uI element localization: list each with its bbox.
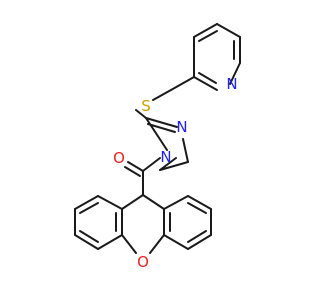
- bond: [163, 234, 189, 250]
- sulfur-label: S: [141, 97, 151, 115]
- amide-nitrogen-label: N: [160, 148, 171, 166]
- bond: [127, 161, 144, 172]
- bond: [145, 117, 168, 151]
- bond: [135, 109, 147, 119]
- bond: [163, 195, 189, 210]
- carbonyl-oxygen-label: O: [113, 149, 125, 167]
- bond: [216, 23, 241, 38]
- imine-nitrogen-label: N: [176, 118, 187, 136]
- bond: [79, 230, 99, 243]
- bond-lines: [74, 23, 241, 254]
- bond: [193, 23, 218, 38]
- bond: [152, 89, 172, 101]
- bond: [198, 30, 218, 42]
- bond: [97, 195, 123, 210]
- bond: [124, 166, 141, 177]
- atom-labels: N S N N O O: [113, 75, 238, 271]
- bond: [149, 234, 165, 254]
- bond: [74, 195, 99, 210]
- bond: [142, 194, 165, 210]
- bond: [187, 230, 207, 243]
- molecule-structure: N S N N O O: [74, 23, 241, 271]
- bond: [142, 157, 161, 172]
- bond: [187, 195, 212, 210]
- bond: [170, 76, 195, 91]
- bond: [229, 62, 241, 85]
- bond: [187, 202, 207, 214]
- bond: [121, 194, 144, 210]
- bond: [159, 161, 189, 171]
- bond: [145, 117, 178, 128]
- bond: [187, 234, 212, 250]
- bond: [97, 234, 123, 250]
- pyridine-nitrogen-label: N: [226, 75, 237, 93]
- bond: [147, 123, 176, 133]
- bond: [79, 202, 99, 214]
- bond: [198, 72, 217, 84]
- bond: [121, 234, 137, 254]
- bond: [159, 157, 177, 171]
- xanthene-oxygen-label: O: [137, 253, 149, 271]
- bond: [182, 138, 189, 163]
- bond: [74, 234, 99, 250]
- bond: [193, 76, 218, 91]
